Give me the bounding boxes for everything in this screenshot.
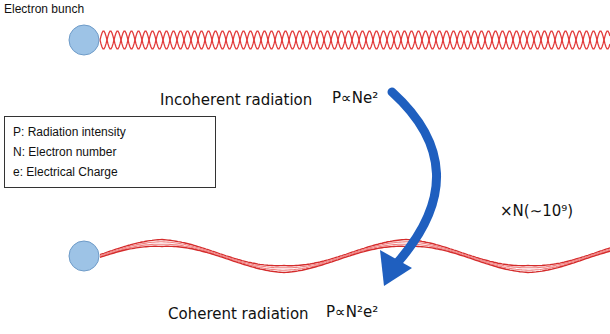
radiation-type: Incoherent radiation — [160, 91, 312, 109]
electron-bunch — [69, 241, 99, 271]
caption-label: Electron bunch — [4, 2, 84, 16]
electron-bunch — [69, 25, 99, 55]
coherent-wave — [100, 244, 610, 270]
curved-arrow — [392, 92, 437, 262]
incoherent-wave — [100, 31, 610, 49]
formula: P∝N²e² — [326, 303, 378, 321]
definition-text: P: Radiation intensity — [13, 122, 207, 142]
definition-text: e: Electrical Charge — [13, 162, 207, 182]
radiation-type: Coherent radiation — [168, 305, 309, 323]
arrow-head — [380, 250, 412, 286]
incoherent-wave — [100, 31, 610, 49]
factor-label: ×N(∼10⁹) — [500, 202, 573, 220]
definition-text: N: Electron number — [13, 142, 207, 162]
coherent-wave — [100, 246, 610, 272]
definition-box: P: Radiation intensityN: Electron number… — [4, 116, 216, 188]
formula: P∝Ne² — [332, 89, 378, 107]
